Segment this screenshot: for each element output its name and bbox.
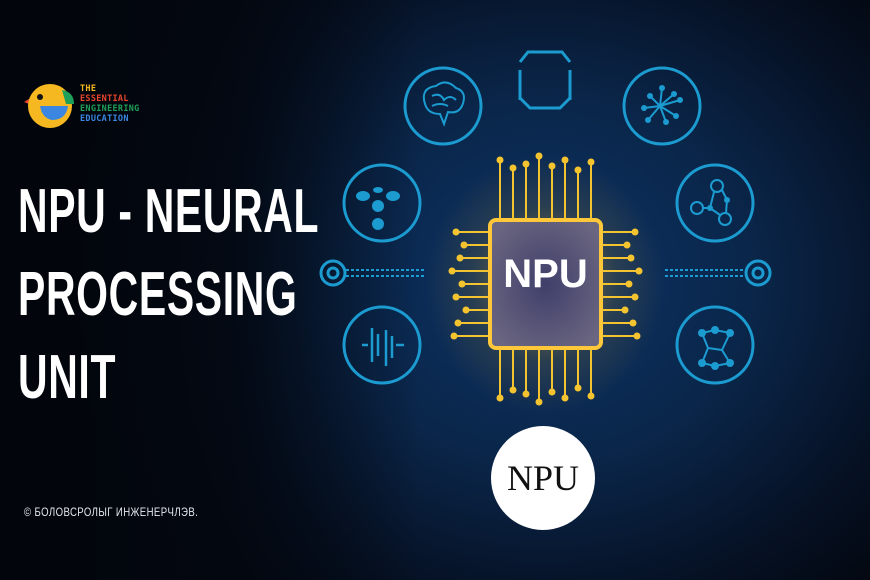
- title-line-2: PROCESSING: [18, 260, 298, 329]
- chip-pin-end: [522, 160, 530, 168]
- chip-pin-end: [496, 156, 504, 164]
- chip-pin-end: [631, 228, 639, 236]
- chip-label: NPU: [503, 252, 588, 296]
- npu-chip: [488, 218, 603, 350]
- chip-pin-end: [452, 228, 460, 236]
- chip-pin-end: [561, 394, 569, 402]
- logo-text: THE ESSENTIAL ENGINEERING EDUCATION: [80, 84, 140, 124]
- chip-pin-end: [496, 394, 504, 402]
- chip-pin-end: [574, 384, 582, 392]
- chip-pin-end: [454, 319, 462, 327]
- chip-pin-end: [509, 386, 517, 394]
- chip-pin-end: [450, 332, 458, 340]
- chip-pin-end: [458, 280, 466, 288]
- chip-pin-end: [629, 319, 637, 327]
- chip-pin-end: [535, 398, 543, 406]
- title-line-1: NPU - NEURAL: [18, 177, 320, 246]
- chip-pin-end: [456, 254, 464, 262]
- badge-label: NPU: [506, 458, 580, 498]
- brain-icon-circle: [403, 66, 483, 146]
- chip-pin-end: [448, 267, 456, 275]
- chip-pin-end: [633, 332, 641, 340]
- chip-pin-end: [587, 392, 595, 400]
- chip-pin-end: [452, 293, 460, 301]
- chip-pin-end: [621, 306, 629, 314]
- logo-line-2: ESSENTIAL: [80, 94, 129, 104]
- leaf-icon-circle: [342, 163, 422, 243]
- chip-pin-end: [574, 166, 582, 174]
- chip-pin-end: [509, 164, 517, 172]
- chip-pin-end: [548, 388, 556, 396]
- chip-pin-end: [623, 241, 631, 249]
- chip-pin-end: [460, 241, 468, 249]
- waveform-icon-circle: [342, 305, 422, 385]
- chip-pin-end: [631, 293, 639, 301]
- copyright-text: © БОЛОВСРОЛЫГ ИНЖЕНЕРЧЛЭВ.: [24, 505, 199, 519]
- chip-pin-end: [535, 152, 543, 160]
- logo-line-1: THE: [80, 84, 97, 94]
- duck-logo-icon: [24, 84, 74, 128]
- molecule-icon-circle: [675, 163, 755, 243]
- chip-pin-end: [635, 267, 643, 275]
- chip-pin-end: [522, 390, 530, 398]
- chip-pin-end: [625, 280, 633, 288]
- npu-badge: NPU: [491, 426, 595, 530]
- hexagon-icon: [518, 50, 572, 110]
- chip-pin-end: [548, 162, 556, 170]
- logo-line-3: ENGINEERING: [80, 104, 140, 114]
- network-icon-circle: [622, 66, 702, 146]
- logo-line-4: EDUCATION: [80, 114, 129, 124]
- graph-icon-circle: [675, 305, 755, 385]
- chip-pin-end: [462, 306, 470, 314]
- chip-pins: [448, 152, 643, 406]
- title-line-3: UNIT: [18, 343, 117, 412]
- page-title: NPU - NEURAL PROCESSING UNIT: [18, 170, 319, 419]
- chip-pin-end: [587, 158, 595, 166]
- chip-pin-end: [561, 156, 569, 164]
- chip-pin-end: [627, 254, 635, 262]
